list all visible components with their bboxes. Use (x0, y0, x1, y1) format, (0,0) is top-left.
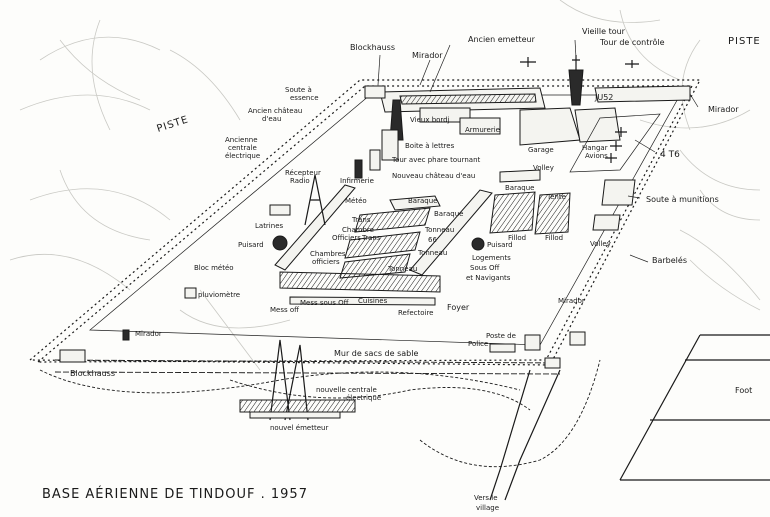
trans-label-1: Trans (351, 216, 371, 224)
outside-buildings (239, 334, 770, 501)
refectoire-label: Refectoire (398, 309, 433, 317)
bloc-meteo-label: Bloc météo (194, 264, 234, 272)
garage-label: Garage (528, 146, 554, 154)
vieille-tour-label: Vieille tour (582, 27, 626, 36)
poste-police-label-2: Police (468, 340, 488, 348)
background-palm-sketches (9, 0, 761, 371)
logements-label-1: Logements (472, 254, 511, 262)
baraque-right-label: Baraque (505, 184, 534, 192)
sandbag-wall (39, 359, 601, 468)
soute-munitions-label: Soute à munitions (646, 195, 719, 204)
mirador-right-label: Mirador (708, 105, 739, 114)
nouvelle-centrale-label-2: électrique (346, 394, 381, 402)
soute-essence-label-2: essence (290, 94, 319, 102)
hangar-label-2: Avions (585, 152, 608, 160)
latrines-label: Latrines (255, 222, 284, 230)
recepteur-label-1: Récepteur (285, 169, 321, 177)
pluviometre-label: pluviomètre (198, 291, 240, 299)
ancienne-centrale-label-3: électrique (225, 152, 260, 160)
vers-village-label-1: Vers le (474, 494, 498, 502)
chambres-label-2: officiers (312, 258, 340, 266)
blockhauss-bottom-label: Blockhauss (70, 369, 115, 378)
antennas (269, 174, 326, 421)
nouveau-chateau-label: Nouveau château d'eau (392, 172, 475, 180)
tour-controle-label: Tour de contrôle (599, 37, 665, 47)
vieux-bordj-label: Vieux bordj (410, 116, 450, 124)
t6-label: 4 T6 (660, 150, 680, 160)
ancien-chateau-label-2: d'eau (262, 115, 281, 123)
barbeles-label: Barbelés (652, 255, 687, 265)
ju52-label: JU52 (594, 93, 613, 102)
infirmerie-label: Infirmerie (340, 177, 374, 185)
tonneau-label-3: Tonneau (387, 265, 417, 273)
mirador-lower-right-label: Mirador (558, 297, 585, 305)
leader-lines (377, 39, 699, 263)
mirador-left-label: Mirador (135, 330, 162, 338)
boite-lettres-label-2: Tour avec phare tournant (391, 156, 481, 164)
boite-lettres-label-1: Boite à lettres (405, 142, 455, 150)
tonneau-label-2: Tonneau (417, 249, 447, 257)
ancienne-centrale-label-1: Ancienne (225, 136, 258, 144)
chambre-label-1: Chambre (342, 226, 374, 234)
central-barracks (274, 169, 636, 306)
volley-top-label: Volley (533, 164, 554, 172)
vers-village-label-2: village (476, 504, 499, 512)
chambres-label-1: Chambres (310, 250, 346, 258)
blockhauss-top-label: Blockhauss (350, 43, 395, 52)
poste-police-label-1: Poste de (486, 332, 516, 340)
perimeter-barbed-wire (28, 79, 701, 366)
baraque-label-1: Baraque (408, 197, 437, 205)
tonneau-label-1: Tonneau (424, 226, 454, 234)
foyer-label: Foyer (447, 303, 470, 312)
logements-label-2: Sous Off (470, 264, 500, 272)
tonneau-66-label: 66 (428, 236, 437, 244)
baraque-label-2: Baraque (434, 210, 463, 218)
drawing-caption: BASE AÉRIENNE DE TINDOUF . 1957 (42, 486, 308, 502)
aircraft-area (520, 57, 661, 173)
mess-off-label: Mess off (270, 306, 299, 314)
fillod-label-2: Fillod (545, 234, 563, 242)
recepteur-label-2: Radio (290, 177, 310, 185)
ancienne-centrale-label-2: centrale (228, 144, 257, 152)
ancien-chateau-label-1: Ancien château (248, 107, 302, 115)
piste-left-label: PISTE (156, 114, 191, 135)
puisard-left-label: Puisard (238, 241, 264, 249)
misc-structures (59, 85, 586, 369)
mur-sable-label: Mur de sacs de sable (334, 349, 418, 358)
mess-sous-off-label: Mess sous Off (300, 299, 349, 307)
trans-label-2: Trans (361, 234, 381, 242)
piste-right-label: PISTE (728, 36, 761, 47)
cuisines-label: Cuisines (358, 297, 388, 305)
tente-label: Tente (546, 193, 566, 201)
vieux-bordj-complex (379, 55, 691, 146)
logements-label-3: et Navigants (466, 274, 511, 282)
foot-label: Foot (735, 386, 752, 395)
armurerie-label: Armurerie (465, 126, 500, 134)
fillod-label-1: Fillod (508, 234, 526, 242)
nouvelle-centrale-label-1: nouvelle centrale (316, 386, 377, 394)
meteo-label: Météo (345, 197, 367, 205)
towers (354, 99, 404, 179)
puisard-right-label: Puisard (487, 241, 513, 249)
volley-right-label: Volley (590, 240, 611, 248)
nouvel-emetteur-label: nouvel émetteur (270, 424, 328, 432)
ancien-emetteur-label: Ancien emetteur (468, 35, 536, 44)
hangar-label-1: Hangar (582, 144, 608, 152)
mirador-top-label: Mirador (412, 51, 443, 60)
chambre-label-2: Officiers (332, 234, 361, 242)
soute-essence-label-1: Soute à (285, 86, 312, 94)
